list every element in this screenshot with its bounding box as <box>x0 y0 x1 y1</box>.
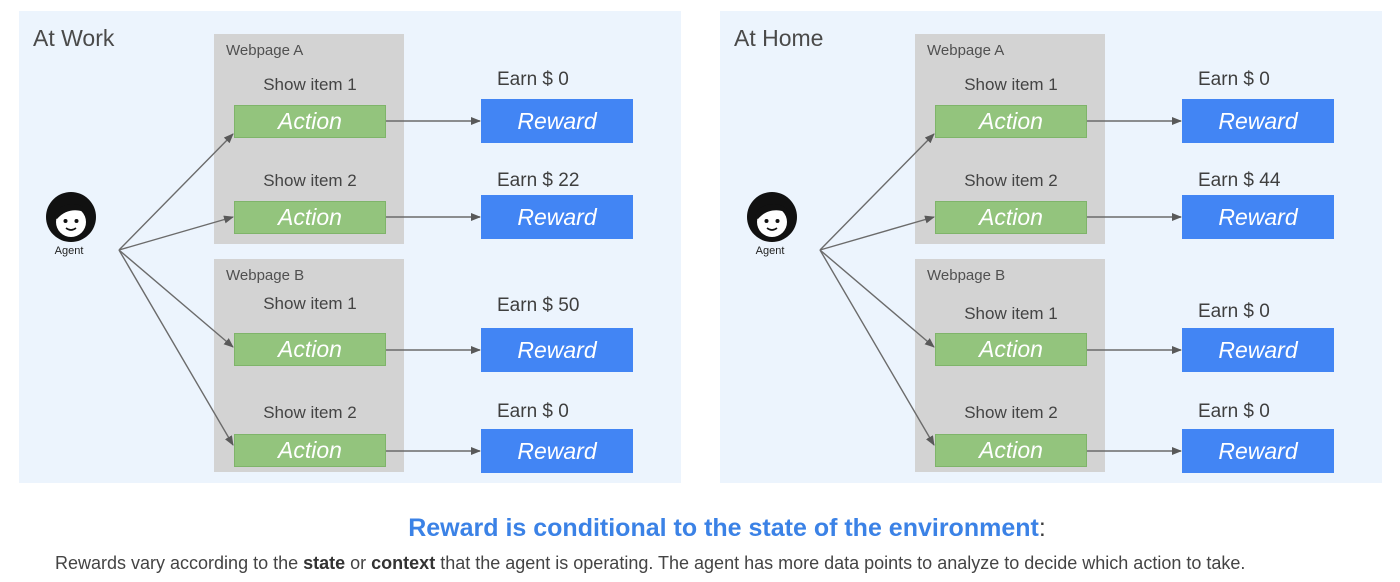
earn-label: Earn $ 0 <box>1198 69 1270 90</box>
reward-box: Reward <box>481 429 633 473</box>
panel-at-work: At Work Webpage A Webpage B Show item 1 … <box>19 11 681 483</box>
reward-box: Reward <box>481 195 633 239</box>
agent-arrow-4 <box>118 249 234 446</box>
subtext-part: that the agent is operating. The agent h… <box>435 553 1246 573</box>
agent-arrow-2 <box>118 215 234 251</box>
show-item-label: Show item 1 <box>263 294 357 313</box>
earn-label: Earn $ 0 <box>1198 301 1270 322</box>
show-item-label: Show item 2 <box>263 403 357 422</box>
arrows-diagram <box>118 117 481 455</box>
caption-headline: Reward is conditional to the state of th… <box>0 514 1400 543</box>
panel-title: At Home <box>734 25 824 51</box>
earn-label: Earn $ 0 <box>497 69 569 90</box>
reward-box: Reward <box>481 99 633 143</box>
show-item-label: Show item 2 <box>964 403 1058 422</box>
agent-arrow-2 <box>819 215 935 251</box>
action-box: Action <box>935 434 1087 467</box>
agent-icon <box>747 192 797 242</box>
subtext-bold-state: state <box>303 553 346 573</box>
headline-colon: : <box>1038 514 1046 542</box>
agent-arrow-4 <box>819 249 935 446</box>
show-item-label: Show item 1 <box>964 304 1058 323</box>
agent-arrow-3 <box>819 249 935 348</box>
action-box: Action <box>234 333 386 366</box>
earn-label: Earn $ 0 <box>497 401 569 422</box>
reward-box: Reward <box>481 328 633 372</box>
subtext-part: Rewards vary according to the <box>55 553 304 573</box>
subtext-bold-context: context <box>371 553 436 573</box>
show-item-label: Show item 1 <box>964 75 1058 94</box>
earn-label: Earn $ 50 <box>497 295 580 316</box>
headline-text: Reward is conditional to the state of th… <box>408 514 1039 542</box>
webpage-label: Webpage B <box>226 267 305 284</box>
agent-arrow-3 <box>118 249 234 348</box>
reward-box: Reward <box>1182 99 1334 143</box>
panel-at-home: At Home Webpage A Webpage B Show item 1 … <box>720 11 1382 483</box>
agent-icon <box>46 192 96 242</box>
action-box: Action <box>234 434 386 467</box>
webpage-label: Webpage A <box>226 42 304 59</box>
caption-subtext: Rewards vary according to the state or c… <box>55 553 1400 574</box>
subtext-part: or <box>345 553 372 573</box>
agent-arrow-1 <box>819 133 935 251</box>
arrows-diagram <box>819 117 1182 455</box>
action-box: Action <box>935 105 1087 138</box>
action-box: Action <box>234 201 386 234</box>
show-item-label: Show item 1 <box>263 75 357 94</box>
earn-label: Earn $ 22 <box>497 170 580 191</box>
earn-label: Earn $ 0 <box>1198 401 1270 422</box>
earn-label: Earn $ 44 <box>1198 170 1281 191</box>
webpage-label: Webpage B <box>927 267 1006 284</box>
agent-arrow-1 <box>118 133 234 251</box>
action-box: Action <box>935 333 1087 366</box>
agent-label: Agent <box>755 245 785 257</box>
webpage-label: Webpage A <box>927 42 1005 59</box>
reward-box: Reward <box>1182 195 1334 239</box>
show-item-label: Show item 2 <box>263 171 357 190</box>
action-box: Action <box>935 201 1087 234</box>
action-box: Action <box>234 105 386 138</box>
reward-box: Reward <box>1182 429 1334 473</box>
agent-label: Agent <box>54 245 84 257</box>
reward-box: Reward <box>1182 328 1334 372</box>
panel-title: At Work <box>33 25 115 51</box>
show-item-label: Show item 2 <box>964 171 1058 190</box>
